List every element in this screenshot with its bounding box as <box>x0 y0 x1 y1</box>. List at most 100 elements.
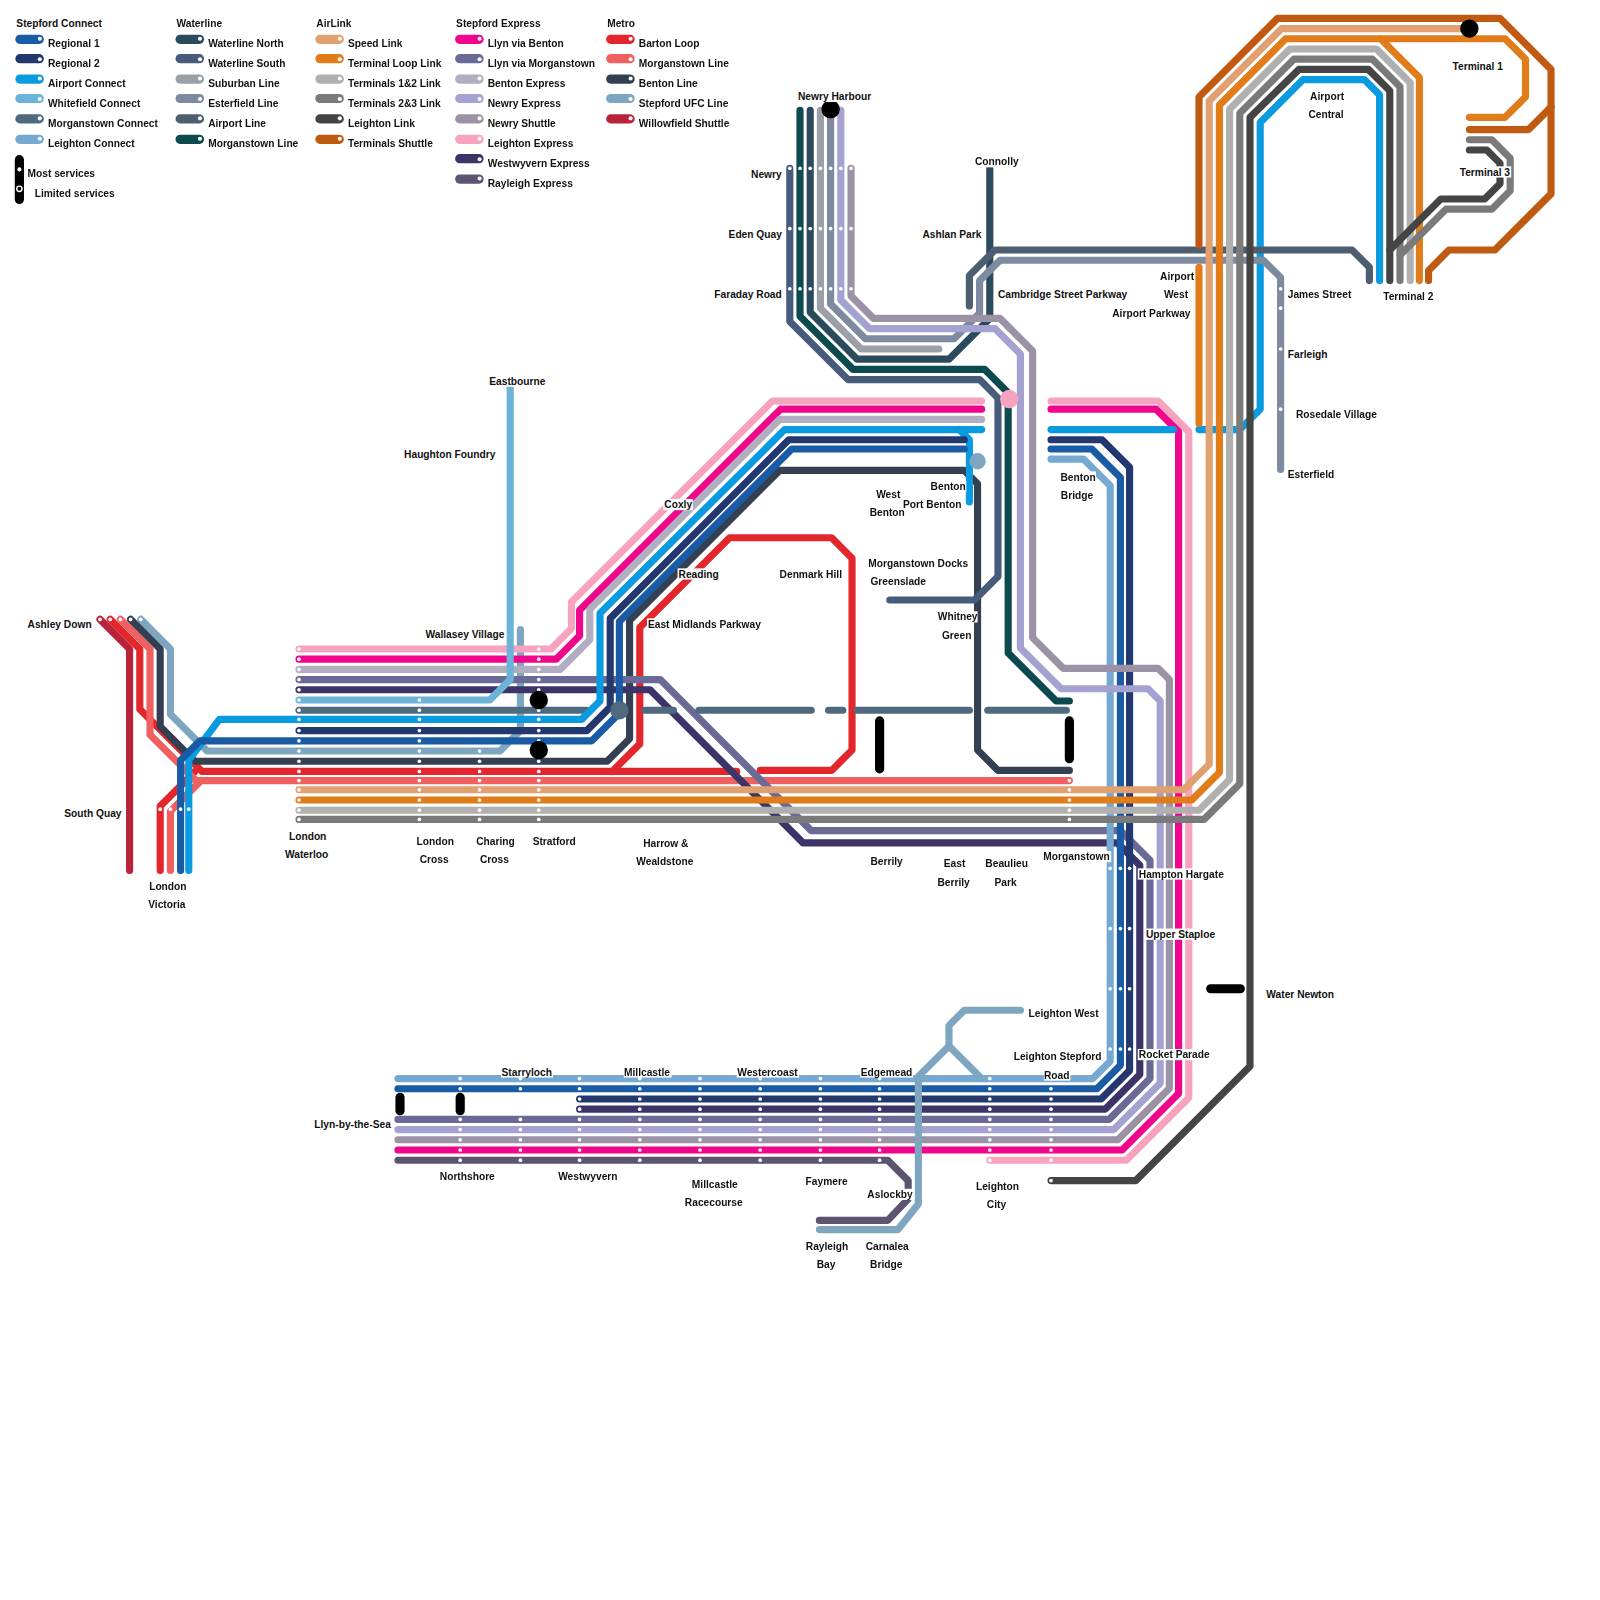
station-dot <box>849 287 853 291</box>
station-label-box: Starryloch <box>501 1061 554 1079</box>
station-dot <box>1119 987 1123 991</box>
station-dot <box>138 807 142 811</box>
station-dot <box>819 227 823 231</box>
station-dot <box>638 1097 642 1101</box>
station-dot <box>1049 1179 1053 1183</box>
station-name: Terminal 2 <box>1382 291 1434 302</box>
station-name: Esterfield <box>1287 468 1336 479</box>
station-name: London Waterloo <box>285 831 329 861</box>
station-dot <box>478 818 482 822</box>
station-label-box: Morganstown Docks <box>867 553 969 571</box>
legend-text: Newry Express <box>488 98 561 109</box>
legend-text-box: Whitefield Connect <box>48 93 140 111</box>
legend-text-box: Waterline South <box>208 53 285 71</box>
legend-text: Limited services <box>35 188 115 199</box>
station-dot <box>1119 1047 1123 1051</box>
station-dot <box>297 759 301 763</box>
station-dot <box>1128 867 1132 871</box>
station-dot <box>758 1128 762 1132</box>
station-dot <box>839 167 843 171</box>
station-label-box: Carnalea Bridge <box>856 1236 917 1273</box>
swatch-dot <box>628 117 632 121</box>
legend-text: Terminal Loop Link <box>348 58 441 69</box>
route-line <box>969 250 1369 306</box>
station-label-box: Leighton Stepford Road <box>1011 1046 1103 1083</box>
legend-text-box: Barton Loop <box>639 33 700 51</box>
legend-text-box: Rayleigh Express <box>488 173 573 191</box>
interchange-bar <box>456 1093 465 1115</box>
station-dot <box>478 770 482 774</box>
station-dot <box>758 1138 762 1142</box>
station-name: Ashlan Park <box>921 229 982 240</box>
swatch-dot <box>337 137 341 141</box>
legend-text-box: Morganstown Connect <box>48 113 158 131</box>
legend-text: Terminals 2&3 Link <box>348 98 441 109</box>
legend-swatch <box>315 114 344 123</box>
legend-text-box: Suburban Line <box>208 73 279 91</box>
station-label-box: Denmark Hill <box>779 563 843 581</box>
station-dot <box>1279 407 1283 411</box>
station-dot <box>478 749 482 753</box>
route-line <box>299 419 982 669</box>
legend-text-box: Regional 2 <box>48 53 100 71</box>
route-line <box>1199 18 1551 280</box>
station-dot <box>638 1158 642 1162</box>
station-dot <box>988 1087 992 1091</box>
station-label-box: Farleigh <box>1287 344 1329 362</box>
route-line <box>398 168 1169 1139</box>
legend-text-box: Airport Line <box>208 113 266 131</box>
route-line <box>398 449 1120 1089</box>
legend-text-box: Esterfield Line <box>208 93 278 111</box>
legend-text: Most services <box>28 167 96 178</box>
station-label-box: Faymere <box>805 1170 849 1188</box>
station-dot <box>418 749 422 753</box>
station-dot <box>537 808 541 812</box>
legend-text: Leighton Express <box>488 138 574 149</box>
legend-text: Terminals 1&2 Link <box>348 78 441 89</box>
station-name: Carnalea Bridge <box>865 1241 909 1271</box>
station-dot <box>839 227 843 231</box>
legend-swatch <box>455 74 484 83</box>
station-name: Denmark Hill <box>779 568 843 579</box>
station-dot <box>878 1118 882 1122</box>
route-line <box>1386 250 1393 281</box>
route-line <box>189 430 982 871</box>
station-label-box: Newry Harbour <box>797 86 872 104</box>
swatch-dot <box>37 117 41 121</box>
station-dot <box>297 647 301 651</box>
legend-text-box: Llyn via Benton <box>488 33 564 51</box>
station-label-box: Millcastle <box>623 1061 671 1079</box>
station-dot <box>418 729 422 733</box>
station-label-box: Water Newton <box>1265 984 1335 1002</box>
legend-heading: Metro <box>606 17 636 28</box>
station-label-box: Millcastle Racecourse <box>673 1173 755 1210</box>
station-name: Benton Bridge <box>1059 471 1095 501</box>
station-name: Wallasey Village <box>424 629 505 640</box>
route-line <box>398 459 1110 1078</box>
route-line <box>831 110 1281 469</box>
station-label-box: Benton <box>930 476 967 494</box>
station-name: Stratford <box>532 836 577 847</box>
station-dot <box>519 1087 523 1091</box>
station-dot <box>1068 779 1072 783</box>
station-dot <box>297 678 301 682</box>
station-label-box: Wallasey Village <box>424 623 505 641</box>
station-dot <box>297 788 301 792</box>
swatch-dot <box>477 137 481 141</box>
station-dot <box>519 1138 523 1142</box>
station-dot <box>1108 1047 1112 1051</box>
station-dot <box>819 1107 823 1111</box>
swatch-dot <box>37 137 41 141</box>
legend-heading-box: AirLink <box>315 12 352 30</box>
station-dot <box>1049 1148 1053 1152</box>
legend-text-box: Stepford UFC Line <box>639 93 729 111</box>
station-dot <box>849 227 853 231</box>
station-dot <box>839 287 843 291</box>
station-name: Newry Harbour <box>797 91 872 102</box>
station-label-box: Benton Bridge <box>1052 466 1103 503</box>
legend-text-box: Leighton Connect <box>48 133 135 151</box>
station-label-box: South Quay <box>63 803 122 821</box>
legend-swatch <box>176 134 205 143</box>
station-dot <box>537 788 541 792</box>
station-dot <box>808 167 812 171</box>
